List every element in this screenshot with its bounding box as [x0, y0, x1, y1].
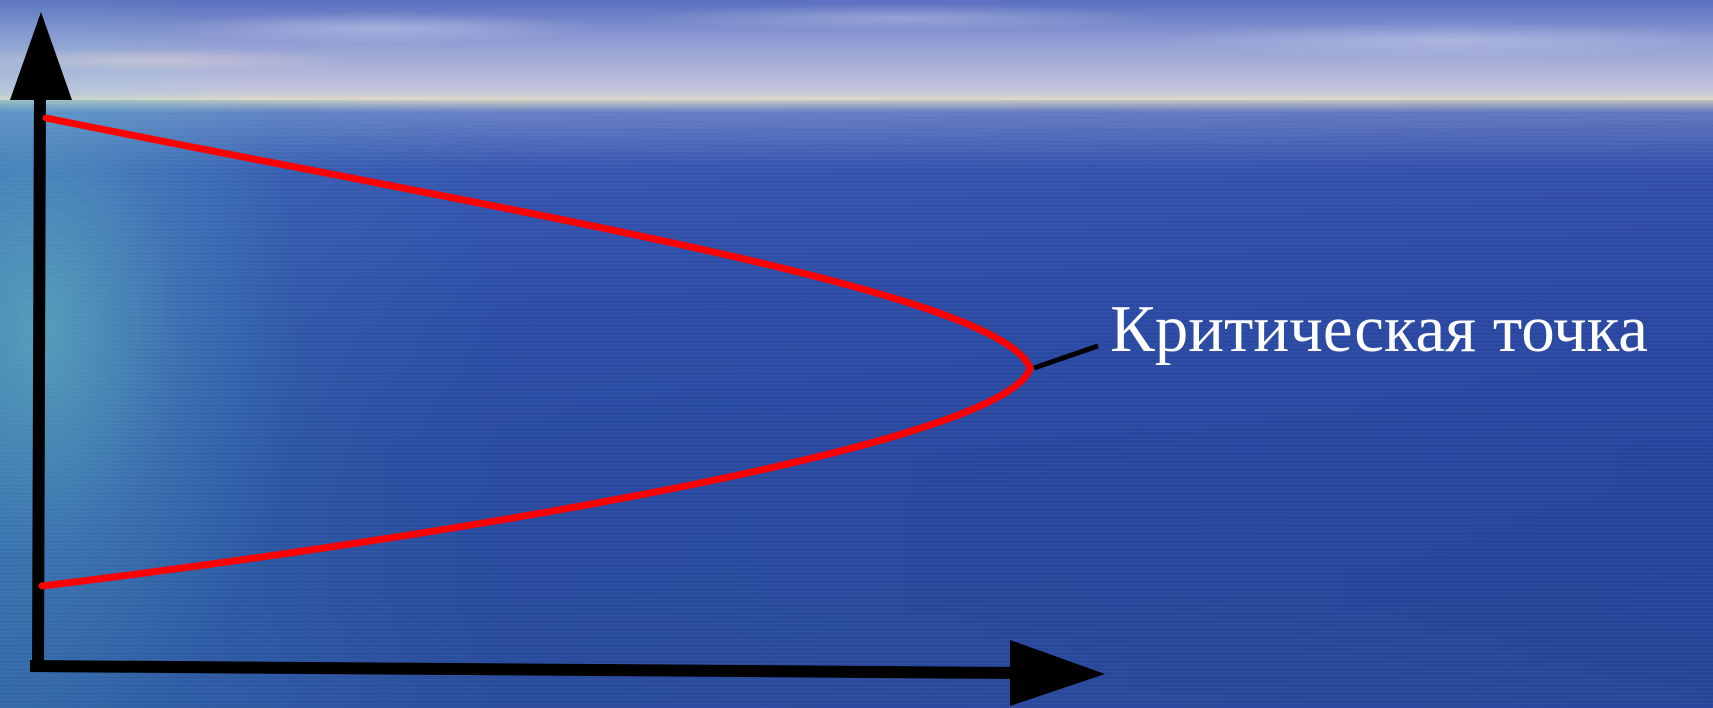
critical-point-label: Критическая точка	[1110, 292, 1648, 366]
y-axis-line	[32, 81, 46, 673]
y-axis-arrowhead	[10, 12, 72, 100]
x-axis-line	[29, 660, 1021, 679]
sky-background	[0, 0, 1713, 95]
critical-point-leader	[1033, 343, 1099, 371]
sea-background	[0, 100, 1713, 708]
x-axis-arrowhead	[1010, 640, 1105, 706]
coexistence-curve	[38, 114, 1034, 590]
